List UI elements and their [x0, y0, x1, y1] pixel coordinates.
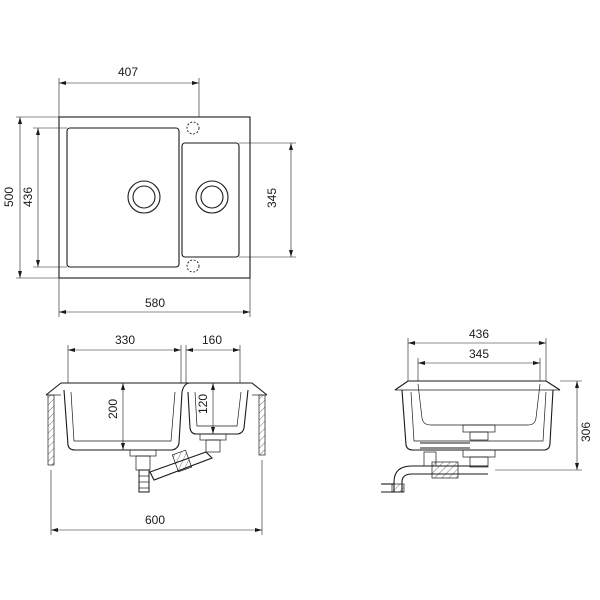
dim-120: 120 [196, 394, 210, 414]
dim-407: 407 [118, 65, 138, 79]
tap-hole-top-icon [186, 121, 200, 135]
small-bowl-drain-icon [195, 180, 229, 214]
dim-330: 330 [115, 333, 135, 347]
large-bowl-section [63, 382, 191, 451]
dim-600: 600 [145, 513, 165, 527]
dim-345-top: 345 [265, 188, 279, 208]
dim-500: 500 [2, 187, 16, 207]
dim-345-side: 345 [469, 347, 489, 361]
tap-hole-bottom-icon [186, 259, 200, 273]
dim-200: 200 [106, 399, 120, 419]
small-bowl-top [181, 142, 240, 258]
large-bowl-top [66, 127, 180, 268]
dim-436-side: 436 [469, 327, 489, 341]
countertop-right [258, 394, 266, 456]
front-view: 330 160 200 120 600 [45, 333, 268, 535]
dim-436-top: 436 [21, 187, 35, 207]
top-view: 407 500 436 345 580 [2, 65, 296, 317]
dim-160: 160 [202, 333, 222, 347]
sink-outline-top [58, 116, 251, 279]
countertop-left [47, 394, 55, 466]
dim-306: 306 [579, 422, 593, 442]
trap-pipe [138, 469, 150, 493]
outlet-pipe [393, 465, 432, 492]
dim-580: 580 [145, 296, 165, 310]
large-bowl-drain-icon [127, 180, 161, 214]
side-view: 436 345 306 [381, 327, 593, 493]
